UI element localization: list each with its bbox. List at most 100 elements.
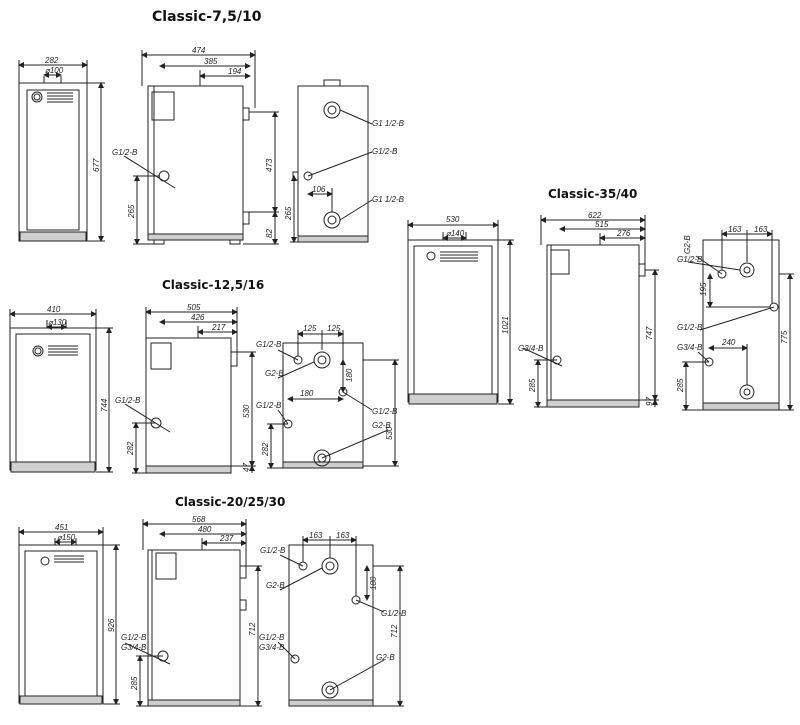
m2-height-530: 530 [242,404,251,418]
m1-pipe-label: G1/2-B [112,148,138,157]
m4-rear-g34: G3/4-B [677,343,703,352]
m3-rear-g2-top: G2-B [266,581,285,590]
m4-labels: 530 ⌀140 1021 622 515 276 G3/4-B 747 285… [446,211,789,406]
m3-rear-g12-top: G1/2-B [260,546,286,555]
m3-rear-180: 180 [369,576,378,590]
m2-rear-g12-left: G1/2-B [256,401,282,410]
m1-side-depth-2: 194 [228,67,242,76]
m4-front-view [407,220,514,405]
m4-height-285: 285 [528,378,537,393]
m2-side-view [124,307,256,474]
m1-front-view [18,60,105,242]
m4-rear-775: 775 [780,330,789,344]
m1-front-height: 677 [92,158,101,172]
m2-front-height: 744 [100,398,109,412]
m4-rear-g2-top: G2-B [683,235,692,254]
m4-rear-195: 195 [699,282,708,296]
m1-height-473: 473 [265,158,274,172]
m3-rear-163b: 163 [336,531,350,540]
m2-height-282: 282 [126,441,135,456]
m3-side-depth-1: 480 [198,525,212,534]
m2-rear-g12-right: G1/2-B [372,407,398,416]
m4-front-width: 530 [446,215,460,224]
m3-rear-g2-bot: G2-B [376,653,395,662]
m2-rear-180h: 180 [300,389,314,398]
m2-labels: 410 ⌀130 744 505 426 217 G1/2-B 530 282 … [47,303,398,472]
m3-pipe-g12: G1/2-B [121,633,147,642]
m1-rear-view [290,79,373,243]
m3-pipe-g34: G3/4-B [121,643,147,652]
m1-side-width: 474 [192,46,206,55]
m4-height-97: 97 [645,397,654,406]
model-7-5-10-drawings [18,50,373,245]
m1-front-width: 282 [44,56,59,65]
m1-rear-top-label: G1 1/2-B [372,119,405,128]
m4-rear-view [682,230,794,411]
m3-rear-g12-right: G1/2-B [381,609,407,618]
m4-side-view [522,215,659,408]
m4-side-depth-2: 276 [616,229,631,238]
m2-pipe-label: G1/2-B [115,396,141,405]
m2-rear-g2-bot: G2-B [372,421,391,430]
m3-rear-view [277,536,404,707]
m3-rear-g34-left: G3/4-B [259,643,285,652]
m2-height-47: 47 [242,463,251,472]
m1-rear-265: 265 [284,206,293,221]
m1-rear-bot-label: G1 1/2-B [372,195,405,204]
m3-rear-g12-left: G1/2-B [259,633,285,642]
m4-rear-240: 240 [721,338,736,347]
m2-rear-125b: 125 [327,324,341,333]
m2-rear-view [267,330,399,469]
m3-side-width: 568 [192,515,206,524]
m1-labels: 282 ⌀100 677 474 385 194 G1/2-B 473 265 … [44,46,405,238]
m1-height-82: 82 [265,229,274,238]
model-title-35-40: Classic-35/40 [548,187,638,201]
m2-front-width: 410 [47,305,61,314]
m2-side-depth-1: 426 [191,313,205,322]
m2-rear-530: 530 [385,426,394,440]
m4-flue-diameter: ⌀140 [446,229,465,238]
m3-front-width: 451 [55,523,68,532]
m1-rear-106: 106 [312,185,326,194]
m2-front-view [9,309,113,473]
m4-rear-163b: 163 [754,225,768,234]
m4-pipe-label: G3/4-B [518,344,544,353]
m2-rear-180v: 180 [345,368,354,382]
m4-front-height: 1021 [501,316,510,334]
m2-rear-282: 282 [261,442,270,457]
m1-height-265: 265 [127,204,136,219]
m4-height-747: 747 [645,326,654,340]
m4-side-width: 622 [588,211,602,220]
m4-side-depth-1: 515 [595,220,609,229]
m2-side-width: 505 [187,303,201,312]
m3-labels: 451 ⌀150 926 568 480 237 G1/2-B G3/4-B 7… [55,515,407,691]
m2-rear-g2-top: G2-B [265,369,284,378]
m3-height-285: 285 [130,676,139,691]
model-35-40-drawings [407,215,794,411]
m1-rear-mid-label: G1/2-B [372,147,398,156]
m3-rear-712: 712 [390,624,399,638]
m1-side-depth-1: 385 [204,57,218,66]
m3-front-view [18,527,120,705]
model-title-7-5-10: Classic-7,5/10 [152,9,262,25]
m4-rear-g12-mid: G1/2-B [677,323,703,332]
m3-front-height: 926 [107,618,116,632]
m1-flue-diameter: ⌀100 [45,66,64,75]
m4-rear-g12-top: G1/2-B [677,255,703,264]
model-title-12-5-16: Classic-12,5/16 [162,278,265,292]
m2-flue-diameter: ⌀130 [48,318,67,327]
m3-side-view [124,519,262,707]
model-12-5-16-drawings [9,307,399,474]
m3-rear-163a: 163 [309,531,323,540]
model-title-20-25-30: Classic-20/25/30 [175,495,286,509]
model-20-25-30-drawings [18,519,404,707]
m2-rear-125a: 125 [303,324,317,333]
m4-rear-285: 285 [676,378,685,393]
m3-flue-diameter: ⌀150 [57,533,76,542]
m2-rear-g12-top: G1/2-B [256,340,282,349]
m3-side-depth-2: 237 [219,534,234,543]
m1-side-view [123,50,279,245]
m3-height-712: 712 [248,622,257,636]
m4-rear-163a: 163 [728,225,742,234]
